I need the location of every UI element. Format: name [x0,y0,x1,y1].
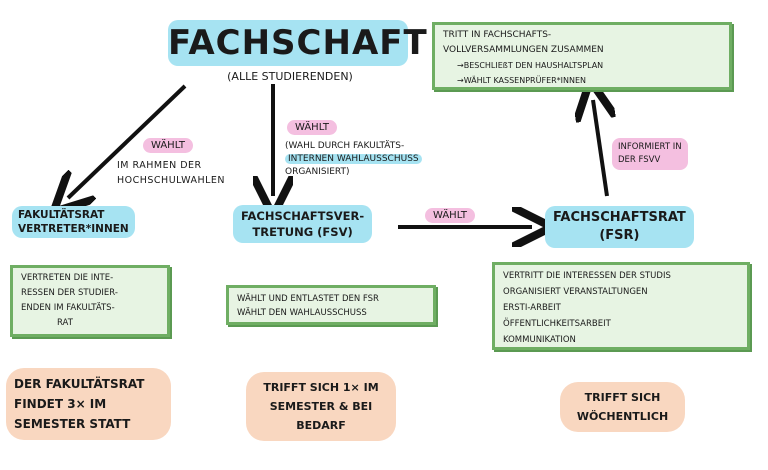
fakultaetsrat-meeting-line: SEMESTER STATT [14,417,131,431]
fsr-task-line: KOMMUNIKATION [503,335,576,345]
fakultaetsrat-meeting-note: DER FAKULTÄTSRAT FINDET 3× IM SEMESTER S… [6,368,171,440]
inform-note-line: DER FSVV [618,155,661,165]
fachschaft-subtitle: (ALLE STUDIERENDEN) [227,70,353,83]
left-arrow-tag: WÄHLT [143,138,194,153]
fsv-task-line: WÄHLT DEN WAHLAUSSCHUSS [237,308,367,318]
fakultaetsrat-meeting-line: DER FAKULTÄTSRAT [14,377,145,391]
inform-note-line: INFORMIERT IN [618,142,682,152]
fsr-meeting-note: TRIFFT SICH WÖCHENTLICH [560,382,685,432]
fsv-task-line: WÄHLT UND ENTLASTET DEN FSR [237,294,379,304]
fakultaetsrat-task-line: ENDEN IM FAKULTÄTS- [21,303,115,313]
fachschaft-title-highlight [168,20,408,66]
assembly-line: →BESCHLIEßT DEN HAUSHALTSPLAN [457,61,604,70]
fsv-title: FACHSCHAFTSVER- [241,209,365,223]
fsv-tasks-box: WÄHLT UND ENTLASTET DEN FSR WÄHLT DEN WA… [226,285,436,325]
fsr-task-line: ÖFFENTLICHKEITSARBEIT [503,319,611,329]
arrow-fachschaft-to-fakultaetsrat [68,84,187,198]
fakultaetsrat-task-line: RAT [57,318,73,328]
fsr-subtitle: (FSR) [599,228,640,243]
assembly-line: →WÄHLT KASSENPRÜFER*INNEN [457,76,587,85]
middle-arrow-note-line: (WAHL DURCH FAKULTÄTS- [285,141,405,151]
fsv-meeting-note: TRIFFT SICH 1× IM SEMESTER & BEI BEDARF [246,372,396,441]
fsr-node: FACHSCHAFTSRAT (FSR) [545,206,694,248]
middle-arrow-note-line: INTERNEN WAHLAUSSCHUSS [285,153,450,166]
arrow-fsr-to-assembly [593,100,607,197]
fsr-task-line: ORGANISIERT VERANSTALTUNGEN [503,287,648,297]
fakultaetsrat-task-line: VERTRETEN DIE INTE- [21,273,114,283]
fsr-title: FACHSCHAFTSRAT [553,210,686,225]
fsr-task-line: ERSTI-ARBEIT [503,303,561,313]
fakultaetsrat-title: FAKULTÄTSRAT [18,209,105,221]
middle-arrow-tag: WÄHLT [287,120,338,135]
fakultaetsrat-tasks-box: VERTRETEN DIE INTE- RESSEN DER STUDIER- … [10,265,170,337]
fakultaetsrat-node: FAKULTÄTSRAT VERTRETER*INNEN [12,206,135,238]
fsv-node: FACHSCHAFTSVER- TRETUNG (FSV) [233,205,373,243]
inform-note: INFORMIERT IN DER FSVV [612,138,688,170]
fsv-subtitle: TRETUNG (FSV) [252,225,353,239]
fachschaft-title: FACHSCHAFT [168,23,428,63]
fsv-meeting-line: TRIFFT SICH 1× IM [263,381,379,394]
fsr-meeting-line: TRIFFT SICH [584,391,661,404]
fsv-meeting-line: SEMESTER & BEI [269,400,373,413]
assembly-line: VOLLVERSAMMLUNGEN ZUSAMMEN [443,45,604,55]
middle-arrow-note: (WAHL DURCH FAKULTÄTS- INTERNEN WAHLAUSS… [285,140,450,179]
fakultaetsrat-subtitle: VERTRETER*INNEN [18,223,129,235]
assembly-line: TRITT IN FACHSCHAFTS- [443,30,552,40]
left-arrow-note: IM RAHMEN DER HOCHSCHULWAHLEN [117,160,225,186]
fakultaetsrat-meeting-line: FINDET 3× IM [14,397,107,411]
fsr-meeting-line: WÖCHENTLICH [576,410,669,423]
fsr-task-line: VERTRITT DIE INTERESSEN DER STUDIS [503,271,671,281]
fsr-tasks-box: VERTRITT DIE INTERESSEN DER STUDIS ORGAN… [492,262,750,350]
right-arrow-tag: WÄHLT [425,208,476,223]
middle-arrow-note-line: ORGANISIERT) [285,167,350,177]
assembly-box: TRITT IN FACHSCHAFTS- VOLLVERSAMMLUNGEN … [432,22,732,90]
fakultaetsrat-task-line: RESSEN DER STUDIER- [21,288,118,298]
fsv-meeting-line: BEDARF [296,419,346,432]
